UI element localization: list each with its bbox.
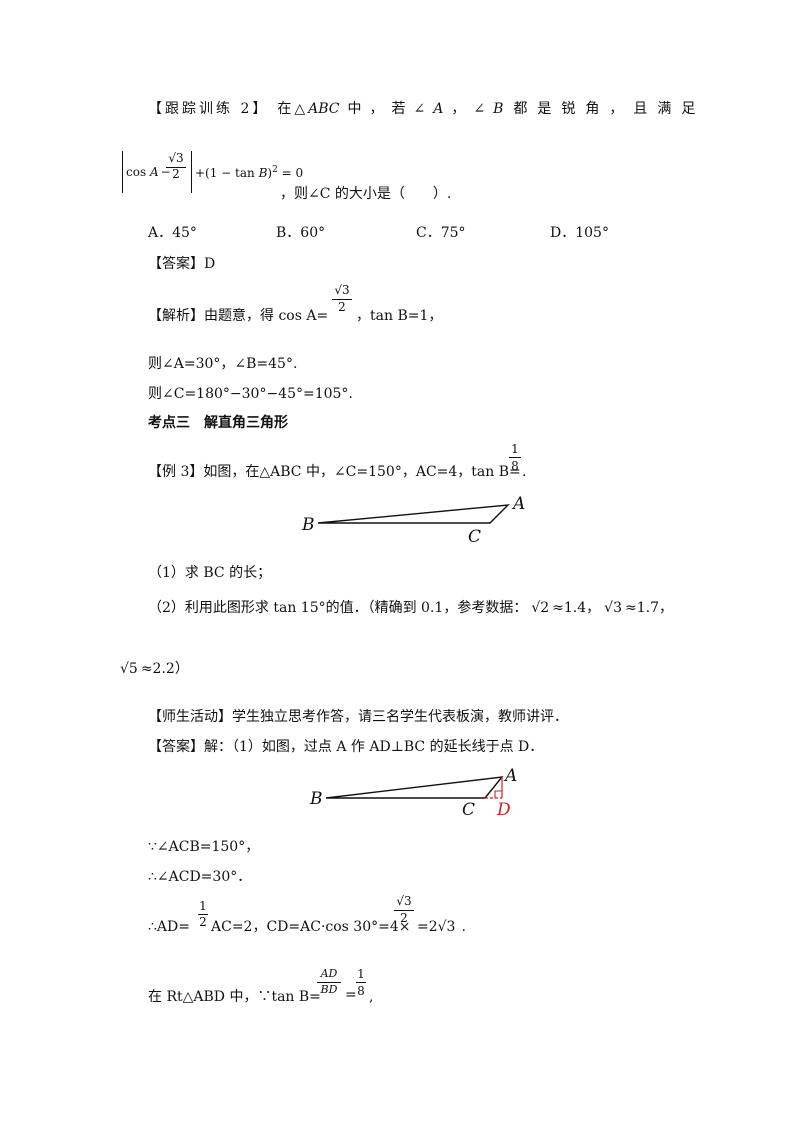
solution-intro: 【答案】解：（1）如图，过点 A 作 AD⊥BC 的延长线于点 D． [148,739,544,755]
label-b: B [301,515,315,535]
step4-one-eighth: 1 8 [356,967,366,998]
track-answer: 【答案】D [148,256,216,272]
triangle-abc-2 [325,776,504,799]
abs-bar-left [122,151,123,193]
sqrt3-over-2: √3 2 [164,152,188,180]
question-2-cont: √5≈2.2） [120,661,189,677]
question-2: （2）利用此图形求 tan 15°的值．（精确到 0.1，参考数据：√2≈1.4… [148,600,673,616]
step3-half: 1 2 [198,899,208,929]
triangle-figure-2: B A C D [309,766,517,820]
step4-end: , [369,989,374,1005]
option-c: C．75° [416,225,466,241]
analysis-line-1: 则∠A=30°，∠B=45°. [148,356,298,372]
step3-middle: AC=2，CD=AC·cos 30°=4× [211,919,411,935]
activity-note: 【师生活动】学生独立思考作答，请三名学生代表板演，教师讲评． [148,709,568,725]
analysis-tail: ，tan B=1， [356,308,443,324]
example3-tail: . [522,464,527,480]
analysis-line-2: 则∠C=180°−30°−45°=105°. [148,386,353,402]
step3-tail: =2√3. [417,919,466,935]
triangle-abc [317,504,510,524]
track-title: 【跟踪训练 2】 [148,101,270,117]
option-b: B．60° [276,225,326,241]
option-d: D．105° [550,225,609,241]
step4-equals: = [345,987,357,1003]
track-analysis: 【解析】由题意，得 cos A= [148,308,329,324]
track-ask: ，则∠C 的大小是（ ）. [280,186,452,202]
solution-step-4: 在 Rt△ABD 中，∵tan B= [148,989,321,1005]
analysis-fraction: √3 2 [330,284,354,313]
example3-lead: 【例 3】如图，在△ABC 中，∠C=150°，AC=4，tan B= [148,464,521,480]
label-d-2: D [496,800,511,820]
option-a: A．45° [148,225,197,241]
label-a: A [511,494,525,514]
label-a-2: A [503,766,517,786]
label-c-2: C [462,800,475,820]
label-b-2: B [309,789,323,809]
step3-sqrt3-over-2: √3 2 [392,895,416,924]
label-c: C [468,527,481,547]
solution-step-2: ∴∠ACD=30°． [148,869,252,885]
section-heading: 考点三 解直角三角形 [148,415,288,431]
question-1: （1）求 BC 的长； [148,565,272,581]
right-angle-mark [494,790,502,798]
solution-step-1: ∵∠ACB=150°， [148,839,260,855]
abs-bar-right [191,151,192,193]
step4-ad-over-bd: AD BD [316,968,342,995]
example3-fraction: 1 8 [508,443,522,472]
solution-step-3: ∴AD= [148,919,190,935]
